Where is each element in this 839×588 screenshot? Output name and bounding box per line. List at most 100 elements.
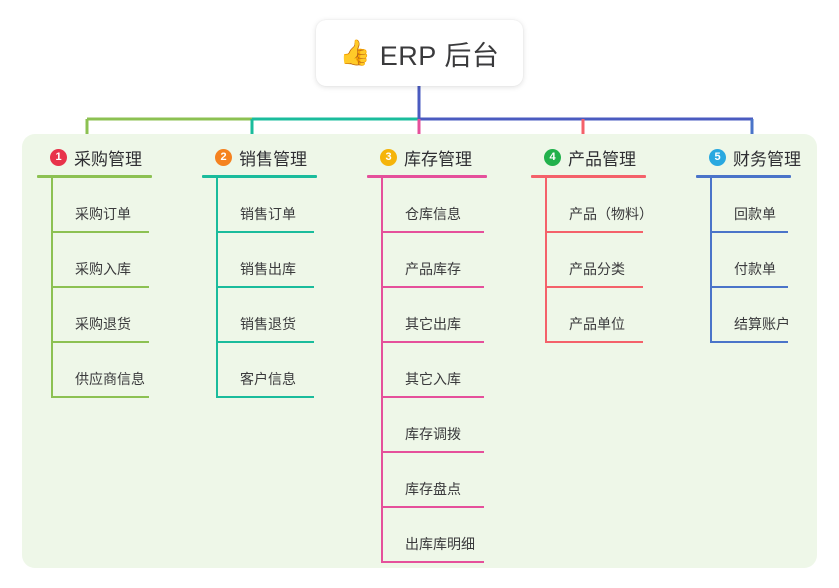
branch-item-label: 库存调拨 bbox=[405, 426, 461, 442]
branch-item-underline bbox=[51, 231, 149, 233]
branch-item-underline bbox=[216, 286, 314, 288]
branch-item[interactable]: 供应商信息 bbox=[51, 343, 197, 398]
root-title: ERP 后台 bbox=[379, 40, 500, 71]
branch-header-3[interactable]: 3 库存管理 bbox=[367, 145, 532, 169]
branch-item-underline bbox=[545, 286, 643, 288]
branch-number-badge: 5 bbox=[709, 148, 726, 166]
branch-item[interactable]: 采购入库 bbox=[51, 233, 197, 288]
branch-item[interactable]: 仓库信息 bbox=[381, 178, 532, 233]
diagram-panel bbox=[22, 134, 817, 568]
branch-item[interactable]: 客户信息 bbox=[216, 343, 362, 398]
branch-items: 采购订单采购入库采购退货供应商信息 bbox=[51, 178, 197, 398]
branch-item-label: 其它出库 bbox=[405, 316, 461, 332]
branch-item-label: 采购订单 bbox=[75, 206, 131, 222]
branch-item-underline bbox=[710, 231, 788, 233]
branch-item-underline bbox=[381, 451, 484, 453]
branch-header-2[interactable]: 2 销售管理 bbox=[202, 145, 362, 169]
branch-item[interactable]: 采购退货 bbox=[51, 288, 197, 343]
branch-item[interactable]: 付款单 bbox=[710, 233, 836, 288]
branch-header-4[interactable]: 4 产品管理 bbox=[531, 145, 691, 169]
branch-item-label: 回款单 bbox=[734, 206, 776, 222]
branch-number-badge: 3 bbox=[380, 148, 397, 166]
branch-item-label: 销售退货 bbox=[240, 316, 296, 332]
branch-item-underline bbox=[216, 231, 314, 233]
branch-item-underline bbox=[710, 341, 788, 343]
branch-column-4: 4 产品管理产品（物料） 产品分类产品单位 bbox=[531, 145, 691, 343]
branch-number-badge: 4 bbox=[544, 148, 561, 166]
branch-item[interactable]: 产品分类 bbox=[545, 233, 691, 288]
branch-spine bbox=[51, 178, 53, 398]
branch-item-underline bbox=[216, 341, 314, 343]
branch-item-label: 销售出库 bbox=[240, 261, 296, 277]
branch-item-label: 销售订单 bbox=[240, 206, 296, 222]
branch-item-underline bbox=[381, 231, 484, 233]
branch-item-underline bbox=[51, 341, 149, 343]
branch-underline bbox=[696, 175, 791, 178]
branch-item[interactable]: 结算账户 bbox=[710, 288, 836, 343]
branch-number-badge: 2 bbox=[215, 148, 232, 166]
branch-item[interactable]: 库存调拨 bbox=[381, 398, 532, 453]
thumbs-up-icon: 👍 bbox=[339, 38, 371, 67]
branch-item-underline bbox=[381, 506, 484, 508]
branch-item[interactable]: 出库库明细 bbox=[381, 508, 532, 563]
branch-item-label: 产品（物料） bbox=[569, 206, 653, 222]
branch-item-label: 结算账户 bbox=[734, 316, 790, 332]
branch-item-underline bbox=[710, 286, 788, 288]
branch-header-5[interactable]: 5 财务管理 bbox=[696, 145, 836, 169]
branch-underline bbox=[531, 175, 646, 178]
branch-item-underline bbox=[545, 231, 643, 233]
branch-item-label: 产品库存 bbox=[405, 261, 461, 277]
branch-items: 销售订单销售出库销售退货客户信息 bbox=[216, 178, 362, 398]
branch-item-label: 库存盘点 bbox=[405, 481, 461, 497]
branch-spine bbox=[381, 178, 383, 563]
branch-spine bbox=[216, 178, 218, 398]
branch-item[interactable]: 销售退货 bbox=[216, 288, 362, 343]
branch-column-2: 2 销售管理销售订单销售出库销售退货客户信息 bbox=[202, 145, 362, 398]
branch-item-label: 产品分类 bbox=[569, 261, 625, 277]
branch-column-3: 3 库存管理仓库信息产品库存其它出库其它入库库存调拨库存盘点出库库明细 bbox=[367, 145, 532, 563]
branch-item[interactable]: 采购订单 bbox=[51, 178, 197, 233]
branch-title: 财务管理 bbox=[733, 149, 801, 169]
branch-item-label: 出库库明细 bbox=[405, 536, 475, 552]
branch-underline bbox=[37, 175, 152, 178]
branch-item-underline bbox=[381, 561, 484, 563]
branch-title: 采购管理 bbox=[74, 149, 142, 169]
branch-item[interactable]: 其它入库 bbox=[381, 343, 532, 398]
branch-items: 仓库信息产品库存其它出库其它入库库存调拨库存盘点出库库明细 bbox=[381, 178, 532, 563]
branch-item[interactable]: 其它出库 bbox=[381, 288, 532, 343]
branch-items: 回款单付款单结算账户 bbox=[710, 178, 836, 343]
root-node[interactable]: 👍 ERP 后台 bbox=[316, 20, 523, 86]
branch-spine bbox=[710, 178, 712, 343]
branch-item-label: 其它入库 bbox=[405, 371, 461, 387]
branch-item-label: 客户信息 bbox=[240, 371, 296, 387]
branch-item[interactable]: 产品库存 bbox=[381, 233, 532, 288]
branch-title: 库存管理 bbox=[404, 149, 472, 169]
branch-item-underline bbox=[381, 286, 484, 288]
branch-item[interactable]: 库存盘点 bbox=[381, 453, 532, 508]
branch-column-1: 1 采购管理采购订单采购入库采购退货供应商信息 bbox=[37, 145, 197, 398]
branch-number-badge: 1 bbox=[50, 148, 67, 166]
branch-item-label: 产品单位 bbox=[569, 316, 625, 332]
branch-item[interactable]: 产品单位 bbox=[545, 288, 691, 343]
branch-item[interactable]: 销售订单 bbox=[216, 178, 362, 233]
branch-items: 产品（物料） 产品分类产品单位 bbox=[545, 178, 691, 343]
branch-header-1[interactable]: 1 采购管理 bbox=[37, 145, 197, 169]
branch-item[interactable]: 产品（物料） bbox=[545, 178, 691, 233]
branch-item-underline bbox=[51, 396, 149, 398]
branch-item-label: 采购退货 bbox=[75, 316, 131, 332]
branch-item-underline bbox=[545, 341, 643, 343]
branch-title: 销售管理 bbox=[239, 149, 307, 169]
branch-title: 产品管理 bbox=[568, 149, 636, 169]
branch-item-label: 供应商信息 bbox=[75, 371, 145, 387]
branch-item-underline bbox=[381, 396, 484, 398]
branch-underline bbox=[367, 175, 487, 178]
branch-item[interactable]: 回款单 bbox=[710, 178, 836, 233]
branch-item-label: 采购入库 bbox=[75, 261, 131, 277]
branch-item[interactable]: 销售出库 bbox=[216, 233, 362, 288]
branch-item-label: 付款单 bbox=[734, 261, 776, 277]
branch-spine bbox=[545, 178, 547, 343]
branch-underline bbox=[202, 175, 317, 178]
branch-column-5: 5 财务管理回款单付款单结算账户 bbox=[696, 145, 836, 343]
branch-item-underline bbox=[216, 396, 314, 398]
branch-item-underline bbox=[381, 341, 484, 343]
